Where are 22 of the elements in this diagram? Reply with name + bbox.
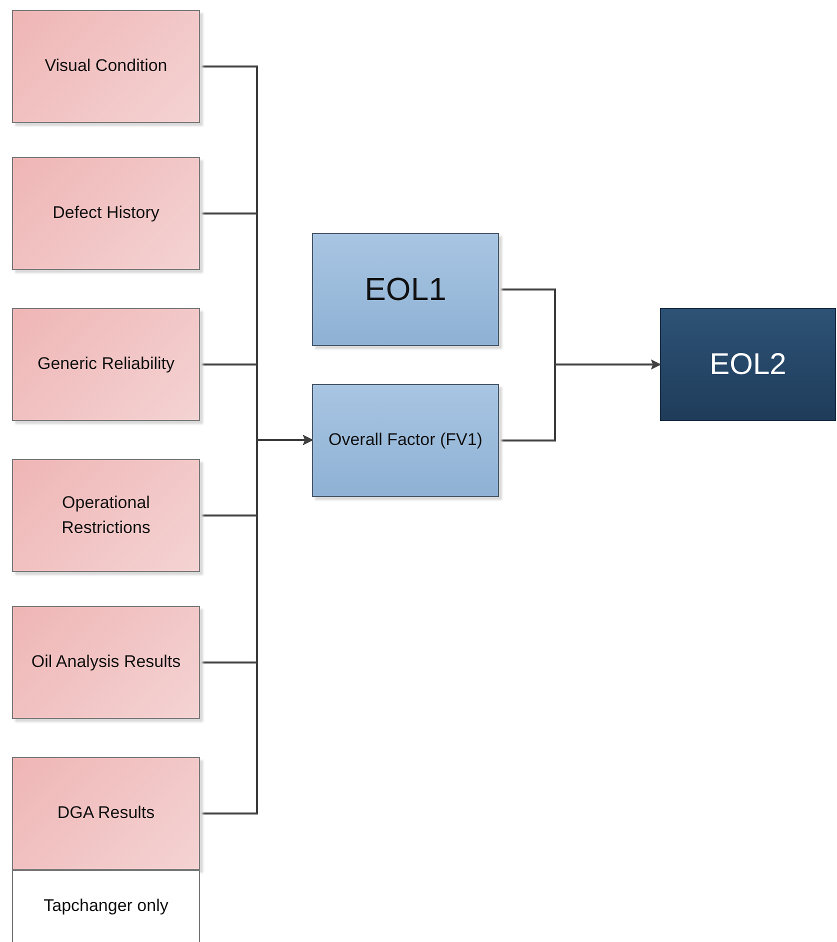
box-label: Defect History [52,202,160,224]
input-box [12,757,200,870]
result-box [660,308,836,421]
note-box [12,870,200,942]
box-label: Tapchanger only [44,895,168,918]
box-label: EOL1 [364,270,446,310]
box-label: DGA Results [57,802,155,824]
box-label: Overall Factor (FV1) [328,429,482,452]
connector-arrow [200,435,313,814]
input-box [12,157,200,270]
input-box [12,10,200,123]
box-label: EOL2 [710,346,786,383]
input-box [12,308,200,421]
box-label: Visual Condition [44,55,168,78]
input-box [12,606,200,719]
connector-arrow [499,360,661,442]
process-box [312,384,499,497]
input-box [12,459,200,572]
process-box [312,233,499,346]
box-label: Operational Restrictions [60,492,152,538]
box-label: Oil Analysis Results [31,651,181,674]
box-label: Generic Reliability [38,353,174,376]
